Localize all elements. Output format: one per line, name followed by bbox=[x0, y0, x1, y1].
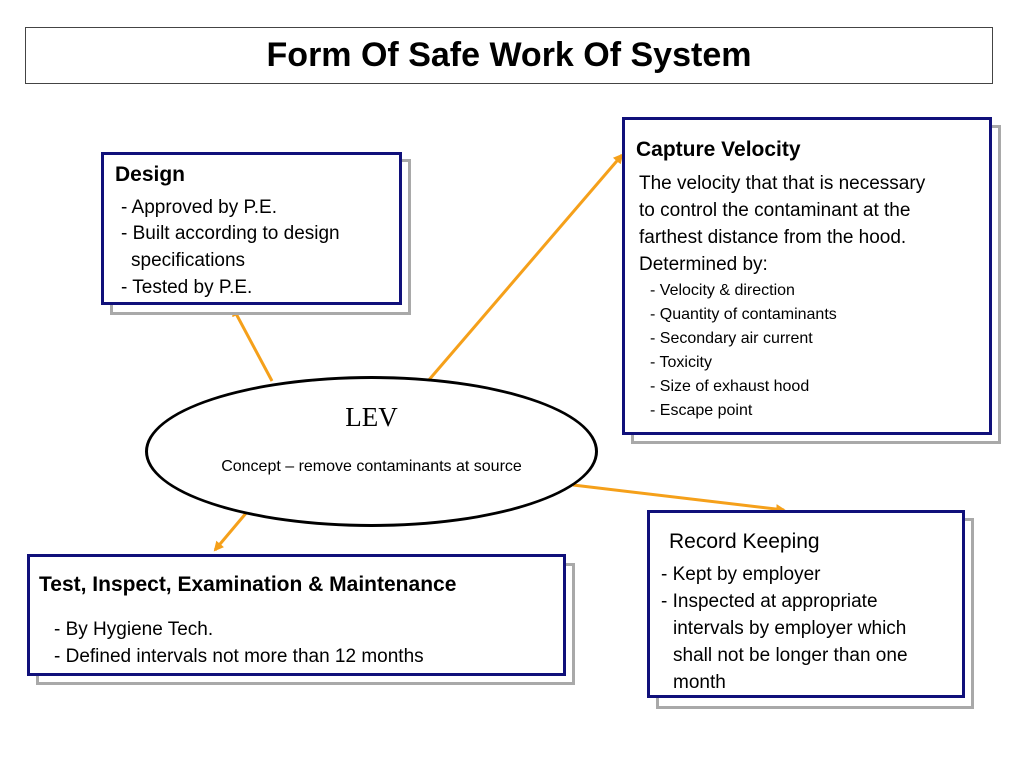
arrow-to-record-keeping bbox=[572, 483, 786, 515]
capture-velocity-item: - Velocity & direction bbox=[650, 282, 795, 299]
record-keeping-line: - Kept by employer bbox=[661, 564, 821, 585]
test-inspect-line: - By Hygiene Tech. bbox=[54, 619, 214, 640]
capture-velocity-item: - Quantity of contaminants bbox=[650, 306, 837, 323]
record-keeping-line: shall not be longer than one bbox=[673, 645, 908, 666]
test-inspect-line: - Defined intervals not more than 12 mon… bbox=[54, 646, 424, 667]
lev-concept: Concept – remove contaminants at source bbox=[221, 458, 522, 475]
capture-velocity-item: - Escape point bbox=[650, 402, 753, 419]
design-line: specifications bbox=[131, 250, 246, 271]
lev-ellipse bbox=[145, 376, 598, 527]
capture-velocity-description: The velocity that that is necessary bbox=[639, 173, 926, 194]
design-heading: Design bbox=[115, 163, 186, 186]
page-title: Form Of Safe Work Of System bbox=[25, 27, 993, 84]
design-box: Design - Approved by P.E. - Built accord… bbox=[101, 152, 402, 305]
record-keeping-heading: Record Keeping bbox=[669, 530, 820, 553]
capture-velocity-item: - Toxicity bbox=[650, 354, 712, 371]
design-line: - Built according to design bbox=[121, 223, 340, 244]
capture-velocity-heading: Capture Velocity bbox=[636, 138, 801, 161]
arrow-to-design bbox=[231, 306, 274, 382]
capture-velocity-description: to control the contaminant at the bbox=[639, 200, 911, 221]
design-line: - Tested by P.E. bbox=[121, 277, 253, 298]
design-line: - Approved by P.E. bbox=[121, 197, 277, 218]
capture-velocity-description: farthest distance from the hood. bbox=[639, 227, 907, 248]
capture-velocity-box: Capture Velocity The velocity that that … bbox=[622, 117, 992, 435]
arrow-to-test-inspect bbox=[213, 511, 249, 552]
record-keeping-line: intervals by employer which bbox=[673, 618, 907, 639]
arrow-to-capture-velocity bbox=[426, 153, 624, 382]
capture-velocity-item: - Secondary air current bbox=[650, 330, 813, 347]
capture-velocity-description: Determined by: bbox=[639, 254, 768, 275]
record-keeping-line: - Inspected at appropriate bbox=[661, 591, 878, 612]
test-inspect-heading: Test, Inspect, Examination & Maintenance bbox=[39, 573, 457, 596]
record-keeping-line: month bbox=[673, 672, 726, 693]
test-inspect-box: Test, Inspect, Examination & Maintenance… bbox=[27, 554, 566, 676]
capture-velocity-item: - Size of exhaust hood bbox=[650, 378, 810, 395]
lev-title: LEV bbox=[345, 402, 398, 432]
record-keeping-box: Record Keeping - Kept by employer - Insp… bbox=[647, 510, 965, 698]
